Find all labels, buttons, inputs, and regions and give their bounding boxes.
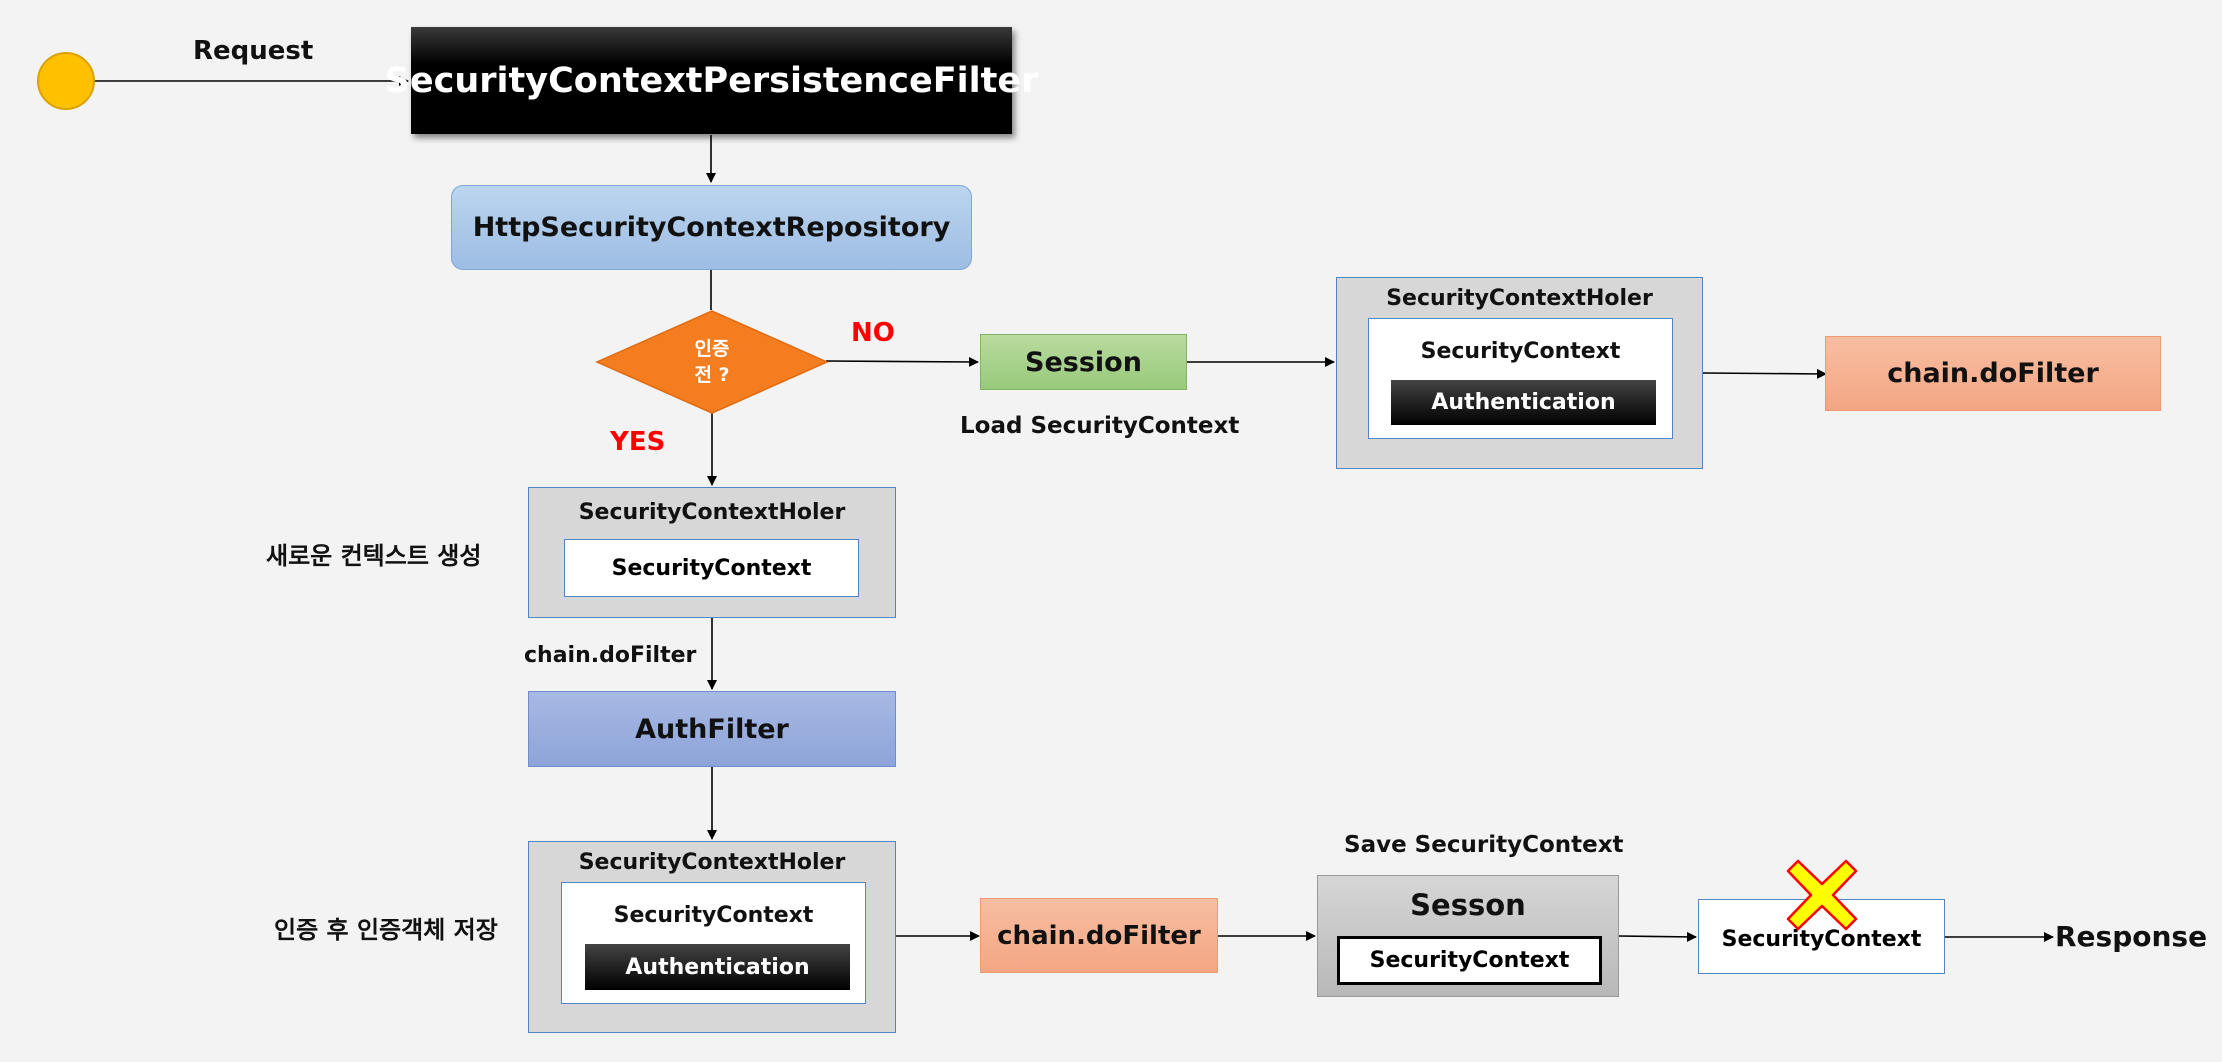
arrow-sesson-to-context (1618, 931, 1697, 942)
persistence-filter-box: SecurityContextPersistenceFilter (385, 27, 1038, 134)
holder-loaded-title: SecurityContextHoler (1386, 286, 1653, 311)
no-label: NO (851, 318, 895, 348)
chain-dofilter-bottom-box: chain.doFilter (980, 898, 1218, 973)
decision-diamond (595, 310, 829, 414)
sesson-context-label: SecurityContext (1369, 948, 1570, 973)
holder-loaded-context-label: SecurityContext (1420, 339, 1621, 364)
new-context-label: 새로운 컨텍스트 생성 (266, 542, 482, 570)
holder-new: SecurityContextHoler SecurityContext (528, 487, 896, 618)
after-auth-label: 인증 후 인증객체 저장 (274, 916, 498, 944)
sesson-box: Sesson SecurityContext (1317, 875, 1619, 997)
holder-authenticated-auth: Authentication (585, 944, 850, 990)
cleared-context-label: SecurityContext (1721, 927, 1922, 952)
holder-authenticated-title: SecurityContextHoler (578, 850, 846, 875)
holder-loaded: SecurityContextHoler SecurityContext Aut… (1336, 277, 1703, 469)
sesson-context: SecurityContext (1337, 936, 1602, 985)
save-context-label: Save SecurityContext (1344, 832, 1624, 858)
holder-new-context-label: SecurityContext (611, 555, 812, 581)
arrow-holder-to-chain (1702, 368, 1827, 379)
holder-loaded-context: SecurityContext Authentication (1368, 318, 1673, 439)
chain-dofilter-top-box: chain.doFilter (1825, 336, 2161, 411)
arrow-decision-no (825, 356, 979, 367)
session-label: Session (1025, 346, 1142, 378)
holder-loaded-auth-label: Authentication (1431, 390, 1616, 415)
sesson-title: Sesson (1410, 888, 1526, 922)
chain-dofilter-bottom-label: chain.doFilter (997, 920, 1201, 951)
response-label: Response (2055, 920, 2208, 953)
repository-box: HttpSecurityContextRepository (451, 185, 972, 270)
holder-new-title: SecurityContextHoler (578, 500, 846, 525)
chain-dofilter-top-label: chain.doFilter (1887, 358, 2099, 389)
session-box: Session (980, 334, 1187, 390)
decision-text: 인증 전 ? (652, 332, 772, 392)
load-context-label: Load SecurityContext (960, 413, 1240, 439)
decision-line1: 인증 (694, 338, 730, 360)
auth-filter-box: AuthFilter (528, 691, 896, 767)
cleared-context-box: SecurityContext (1698, 899, 1945, 974)
persistence-filter-label: SecurityContextPersistenceFilter (384, 60, 1039, 101)
chain-dofilter-label: chain.doFilter (524, 643, 697, 668)
yes-label: YES (610, 427, 666, 457)
repository-label: HttpSecurityContextRepository (472, 212, 951, 243)
holder-authenticated-context: SecurityContext Authentication (561, 882, 866, 1004)
clear-cross-icon (1786, 859, 1858, 931)
holder-authenticated-auth-label: Authentication (625, 954, 810, 980)
holder-new-context: SecurityContext (564, 539, 859, 597)
request-label: Request (193, 36, 314, 66)
start-circle (37, 52, 95, 110)
decision-line2: 전 ? (694, 364, 730, 386)
auth-filter-label: AuthFilter (635, 713, 789, 745)
holder-authenticated: SecurityContextHoler SecurityContext Aut… (528, 841, 896, 1033)
holder-loaded-auth: Authentication (1391, 380, 1656, 425)
holder-authenticated-context-label: SecurityContext (613, 903, 814, 928)
